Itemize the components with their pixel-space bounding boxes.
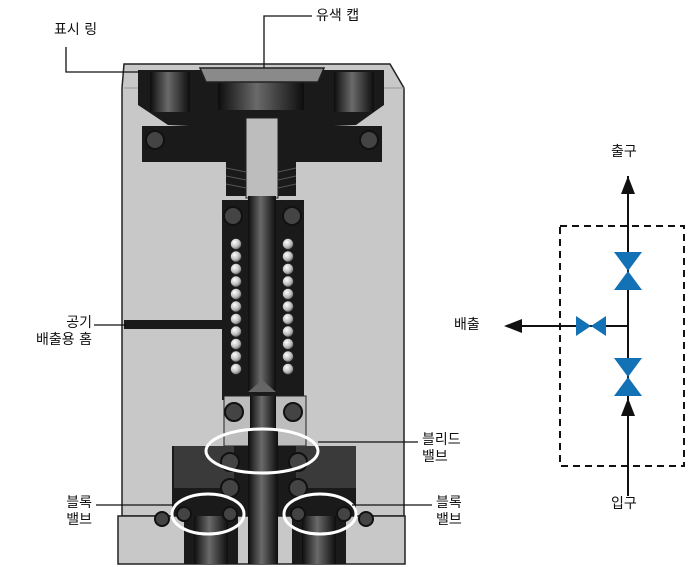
spring-coil-ball — [229, 350, 242, 363]
spring-coil-ball — [229, 237, 242, 250]
outlet-label: 출구 — [611, 144, 637, 160]
o-ring — [224, 402, 244, 422]
spring-coil-ball — [281, 337, 294, 350]
bleed-valve-label-line2: 밸브 — [422, 449, 448, 465]
spring-coil-ball — [229, 325, 242, 338]
spring-coil-ball — [281, 312, 294, 325]
block-valve-left-label: 블록 밸브 — [30, 495, 92, 529]
indicator-ring-label: 표시 링 — [54, 22, 98, 38]
block-valve-left-label-line1: 블록 — [66, 495, 92, 511]
spring-coil-ball — [229, 262, 242, 275]
air-vent-label: 공기 배출용 홈 — [6, 315, 92, 349]
valve-symbol-vent — [576, 316, 606, 336]
spring-coil-ball — [229, 362, 242, 375]
o-ring — [290, 506, 306, 522]
air-vent-groove — [124, 320, 224, 329]
inlet-arrow — [621, 398, 635, 416]
spring-coil-ball — [229, 337, 242, 350]
o-ring — [223, 206, 243, 226]
block-valve-right-highlight — [282, 492, 358, 536]
o-ring — [358, 511, 374, 527]
inlet-label: 입구 — [611, 496, 637, 512]
spring-coil-ball — [281, 237, 294, 250]
o-ring — [288, 478, 308, 498]
indicator-ring-leader — [65, 47, 140, 73]
bleed-valve-label: 블리드 밸브 — [422, 432, 461, 466]
o-ring — [359, 130, 379, 150]
spring-coil-ball — [281, 262, 294, 275]
vent-label: 배출 — [454, 317, 480, 333]
block-valve-left-label-line2: 밸브 — [66, 512, 92, 528]
valve-symbol-bottom — [614, 358, 642, 396]
spring-coil-ball — [281, 287, 294, 300]
block-valve-right-label: 블록 밸브 — [436, 495, 462, 529]
color-cap-leader — [263, 15, 312, 68]
spring-coil-ball — [229, 275, 242, 288]
o-ring — [220, 478, 240, 498]
o-ring — [283, 402, 303, 422]
o-ring — [222, 506, 238, 522]
air-vent-label-line1: 공기 — [66, 315, 92, 331]
leader-lines — [65, 15, 432, 506]
spring-column — [222, 196, 304, 400]
valve-schematic — [504, 176, 685, 496]
spring-coil-ball — [229, 312, 242, 325]
bleed-valve-section — [223, 395, 307, 447]
spring-coil-ball — [281, 325, 294, 338]
o-ring — [336, 506, 352, 522]
valve-symbol-top — [614, 252, 642, 290]
bleed-valve-highlight — [204, 427, 320, 475]
o-ring — [282, 206, 302, 226]
bleed-valve-label-line1: 블리드 — [422, 432, 461, 448]
spring-coil-ball — [281, 362, 294, 375]
upper-chamber — [142, 117, 382, 199]
block-valve-right-label-line1: 블록 — [436, 495, 462, 511]
spring-coil-ball — [281, 300, 294, 313]
block-valve-left-highlight — [170, 492, 246, 536]
spring-coil-ball — [281, 275, 294, 288]
color-cap — [198, 67, 326, 83]
spring-coils — [229, 237, 294, 375]
schematic-boundary — [559, 225, 685, 467]
spring-coil-ball — [281, 250, 294, 263]
spring-coil-ball — [229, 250, 242, 263]
air-vent-label-line2: 배출용 홈 — [36, 332, 92, 348]
o-ring — [145, 130, 165, 150]
vent-arrow — [504, 319, 522, 333]
color-cap-label: 유색 캡 — [316, 8, 360, 24]
spring-coil-ball — [229, 287, 242, 300]
block-valve-right-label-line2: 밸브 — [436, 512, 462, 528]
top-recess — [138, 70, 384, 140]
highlight-ellipses — [170, 427, 358, 536]
o-ring — [154, 511, 170, 527]
o-ring — [176, 506, 192, 522]
outlet-arrow — [621, 176, 635, 194]
spring-coil-ball — [229, 300, 242, 313]
spring-coil-ball — [281, 350, 294, 363]
lower-section — [154, 430, 374, 564]
